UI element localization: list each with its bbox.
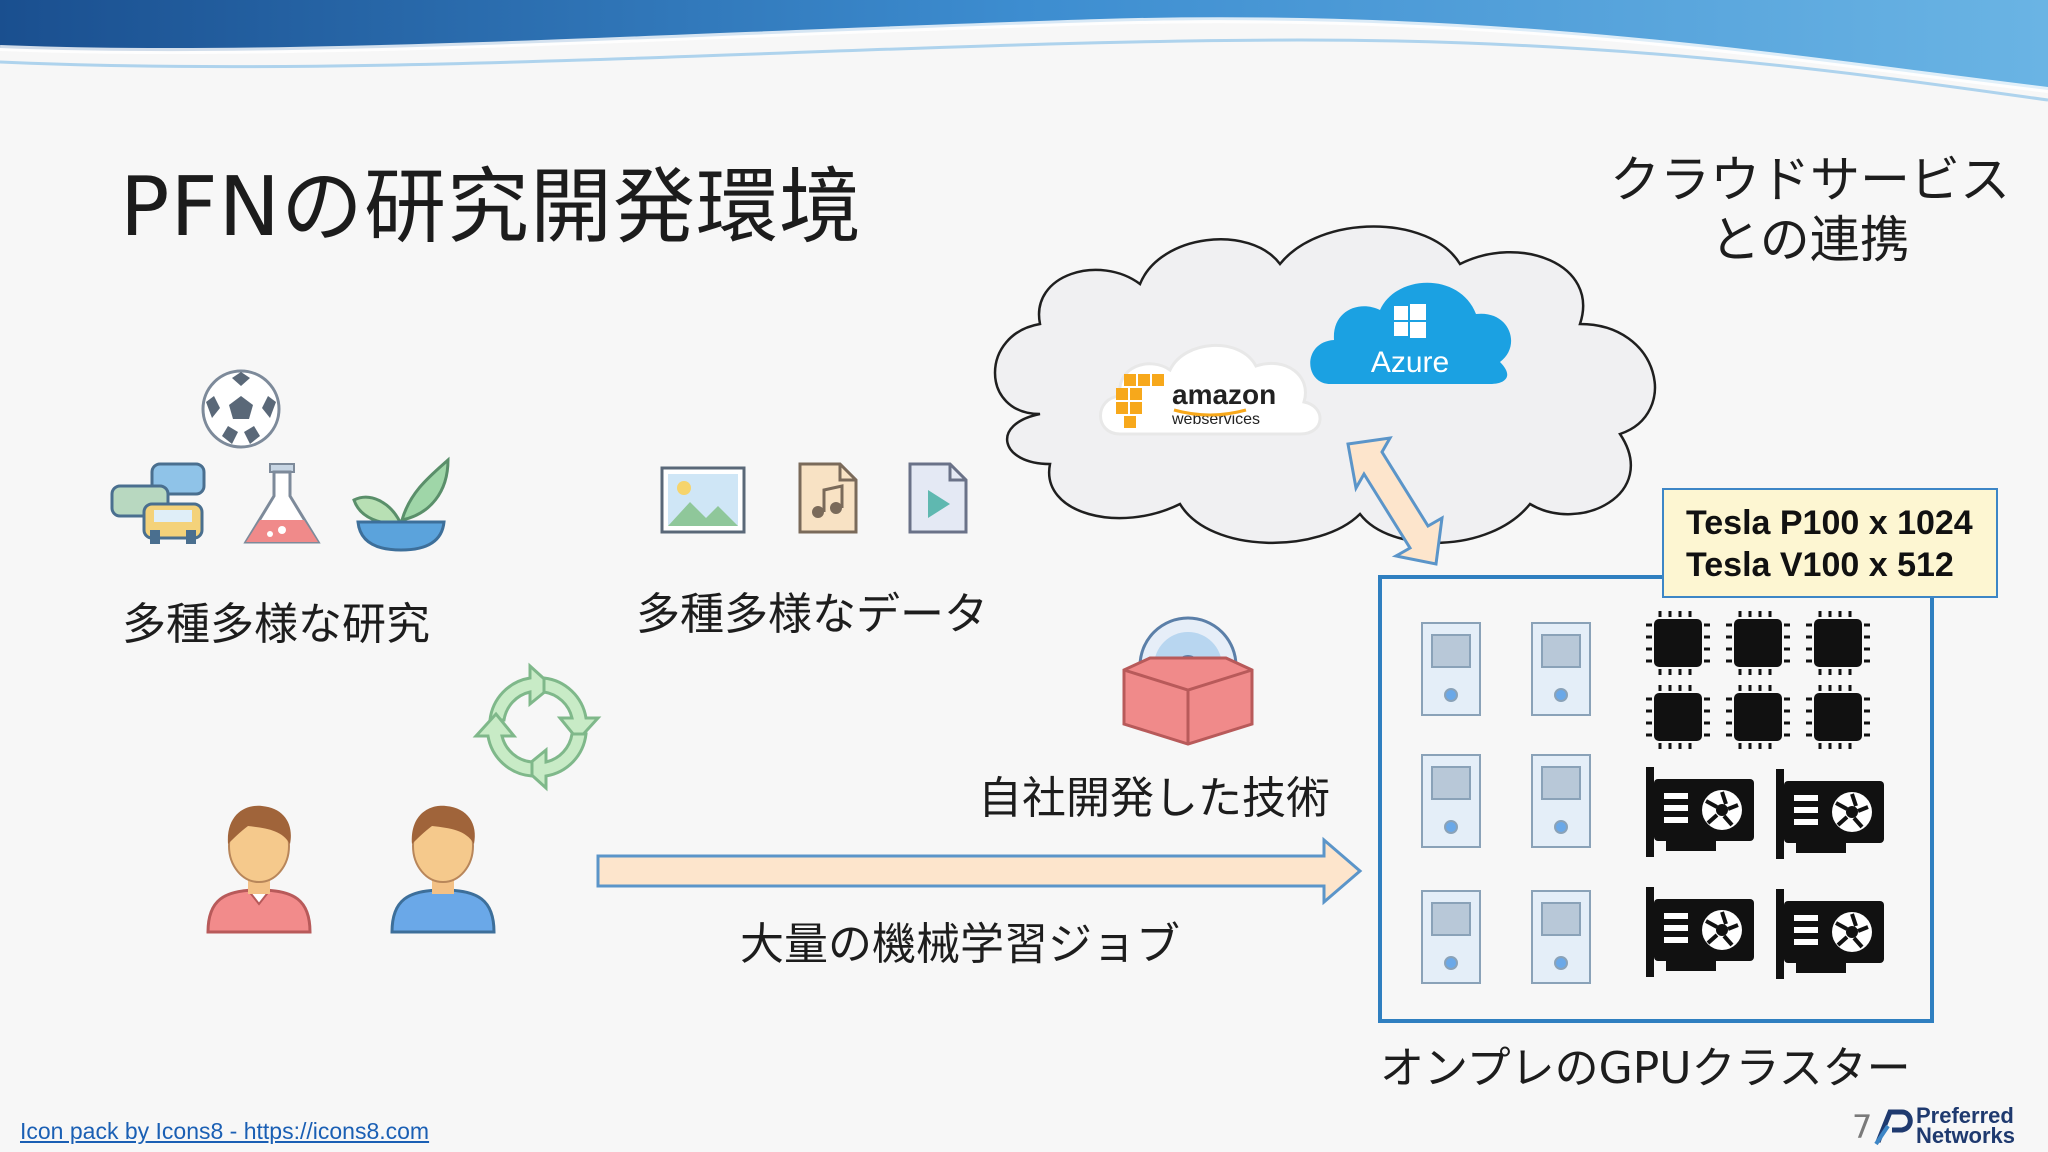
icons8-credit-link[interactable]: Icon pack by Icons8 - https://icons8.com (20, 1118, 430, 1144)
server-icon (1531, 890, 1591, 984)
cpu-chip-icon (1726, 685, 1790, 749)
tesla-spec-box: Tesla P100 x 1024 Tesla V100 x 512 (1662, 488, 1998, 598)
person-red-shirt-icon (206, 805, 312, 934)
cpu-chip-icon (1646, 685, 1710, 749)
pfn-logo-mark-icon (1874, 1109, 1913, 1146)
server-icon (1421, 622, 1481, 716)
gpu-card-icon (1646, 767, 1754, 857)
server-icon (1531, 754, 1591, 848)
person-blue-shirt-icon (390, 805, 496, 934)
cd-box-icon (1122, 616, 1254, 746)
aws-main-text: amazon (1172, 379, 1276, 410)
gpu-card-icon (1646, 887, 1754, 977)
azure-cloud-icon: Azure (1310, 282, 1512, 384)
aws-cloud-icon: amazon webservices (1099, 344, 1322, 436)
azure-text: Azure (1371, 346, 1449, 379)
pfn-logo-line2: Networks (1916, 1123, 2016, 1148)
gpu-card-icon (1776, 769, 1884, 859)
server-icon (1421, 754, 1481, 848)
tesla-line-2: Tesla V100 x 512 (1686, 546, 1954, 584)
flask-icon (243, 463, 321, 544)
image-icon (660, 466, 746, 534)
cars-icon (110, 462, 206, 544)
tesla-line-1: Tesla P100 x 1024 (1686, 504, 1973, 542)
cloud-note-line2: との連携 (1710, 211, 1910, 269)
pfn-logo-line1: Preferred (1916, 1103, 2014, 1128)
page-number: 7 (1852, 1108, 1873, 1146)
pfn-logo-text: Preferred Networks (1916, 1103, 2016, 1148)
gpu-card-grid (1646, 767, 1884, 979)
research-label: 多種多様な研究 (122, 599, 430, 650)
header-wave-banner (0, 0, 2048, 102)
plant-bowl-icon (352, 456, 450, 552)
server-icon (1421, 890, 1481, 984)
data-label: 多種多様なデータ (636, 589, 988, 640)
soccer-ball-icon (201, 369, 281, 449)
cloud-connection-double-arrow (1346, 436, 1444, 566)
cloud-note-line1: クラウドサービス (1610, 151, 2010, 209)
cpu-chip-icon (1806, 611, 1870, 675)
gpu-cluster-box (1378, 575, 1934, 1023)
cpu-chip-icon (1726, 611, 1790, 675)
cloud-note: クラウドサービス との連携 (1580, 150, 2040, 270)
video-file-icon (908, 462, 968, 534)
slide-title: PFNの研究開発環境 (120, 160, 862, 255)
tech-label: 自社開発した技術 (978, 773, 1330, 824)
cpu-chip-grid (1646, 611, 1870, 749)
refresh-cycle-icon (472, 662, 602, 792)
server-icon (1531, 622, 1591, 716)
music-file-icon (798, 462, 858, 534)
jobs-arrow (596, 836, 1363, 906)
cpu-chip-icon (1646, 611, 1710, 675)
jobs-label: 大量の機械学習ジョブ (740, 919, 1180, 970)
cluster-label: オンプレのGPUクラスター (1380, 1043, 1911, 1094)
cloud-shape (993, 225, 1657, 545)
preferred-networks-logo: Preferred Networks (1874, 1105, 2015, 1150)
server-grid (1421, 622, 1591, 984)
gpu-card-icon (1776, 889, 1884, 979)
cpu-chip-icon (1806, 685, 1870, 749)
